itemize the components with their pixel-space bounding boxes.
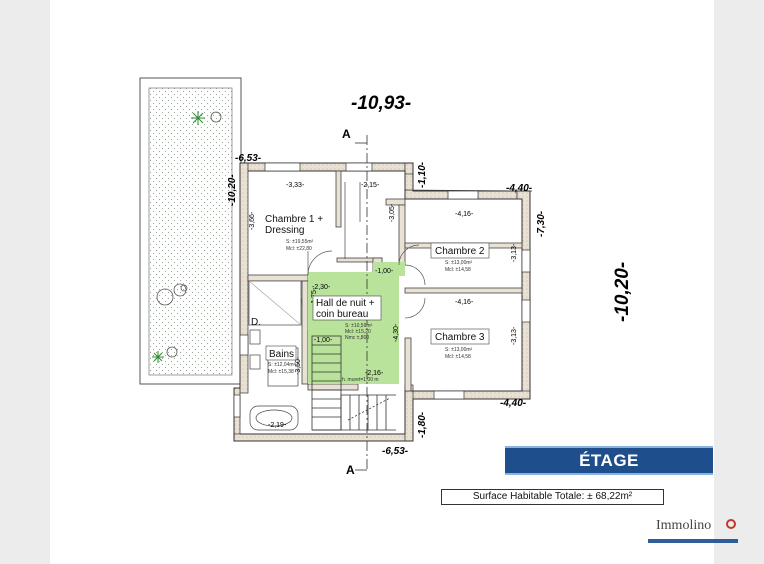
terrace [139,77,242,385]
wall-outline [233,162,531,442]
room-chambre3-mcl: Mcl: ±14,58 [445,354,471,360]
room-bains-mcl: Mcl: ±15,38 [268,369,294,375]
floor-title-banner: ÉTAGE [505,446,713,475]
dim-ch2-width: -4,16- [455,211,474,218]
logo-mark-icon [726,519,736,529]
room-douche-label: D. [251,317,261,328]
plan-sheet: A A -10,93- -10,20- -6,53- -10,20- -1,10… [50,0,738,564]
dim-bains-height: -3,50- [295,356,302,375]
dim-ch3-width: -4,16- [455,299,474,306]
plant-icon [152,351,164,363]
room-hall-note: h. muret=1,00 m [342,377,379,383]
room-chambre3-label: Chambre 3 [435,332,485,343]
dressing-closet [344,182,361,259]
shrub-icon [156,111,222,358]
room-hall-surface: S: ±10,59m² [345,323,373,329]
windows [233,162,531,418]
logo-text: Immolino [656,518,712,533]
dim-hall-mid: -4,30- [393,323,400,342]
logo-bar [648,539,738,543]
section-marker-bottom: A [346,463,355,477]
room-hall-mcl: Mcl: ±15,20 [345,329,371,335]
dim-stair-width: -1,00- [314,337,333,344]
room-chambre1-surface: S: ±19,55m² [286,239,314,245]
room-chambre1-label: Chambre 1 + [265,214,323,225]
dim-chambre3-width: -4,40- [500,398,527,409]
room-hall-label: Hall de nuit + [316,298,375,309]
dim-right-overall: -10,20- [612,262,633,322]
room-chambre1-mcl: Mcl: ±22,80 [286,246,312,252]
dim-bains-width: -2,19- [268,422,287,429]
room-chambre2-mcl: Mcl: ±14,58 [445,267,471,273]
floor-plan: A A -10,93- -10,20- -6,53- -10,20- -1,10… [139,77,633,477]
dim-ch1-height: -3,66- [249,211,256,230]
dim-hall-width: -1,00- [375,268,394,275]
dim-top-left: -6,53- [235,153,262,164]
dim-left-wall: -10,20- [227,174,238,206]
dim-bottom-left: -6,53- [382,446,409,457]
room-hall-nmc: Nmc ±,800 [345,335,369,341]
dim-ch2-height: -3,13- [511,243,518,262]
immolino-logo: Immolino [648,517,740,545]
dim-stair-height: -2,16- [365,370,384,377]
dim-top-overall: -10,93- [351,93,411,114]
section-marker-top: A [342,127,351,141]
dim-ch1-width: -3,33- [286,182,305,189]
hall-floor [308,272,399,384]
room-hall-label-2: coin bureau [316,309,368,320]
room-chambre2-label: Chambre 2 [435,246,485,257]
dim-hall-left: -2,30- [312,284,331,291]
dim-right-top: -1,10- [417,161,428,188]
room-bains-surface: S: ±12,04m² [268,362,296,368]
plant-icon [191,111,205,125]
room-chambre1-label-2: Dressing [265,225,304,236]
surface-total: Surface Habitable Totale: ± 68,22m² [441,489,664,505]
room-chambre2-surface: S: ±13,00m² [445,260,473,266]
room-chambre3-surface: S: ±13,00m² [445,347,473,353]
room-bains-label: Bains [269,349,294,360]
bathroom-fixtures [248,280,302,431]
dim-right-bottom: -1,80- [417,411,428,438]
staircase [311,335,396,431]
dim-chambre2-width: -4,40- [506,183,533,194]
dim-chambre2-depth: -7,30- [536,210,547,237]
dim-dressing-height: -3,05- [389,203,396,222]
dim-ch3-height: -3,13- [511,326,518,345]
dim-dressing-width: -2,15- [361,182,380,189]
